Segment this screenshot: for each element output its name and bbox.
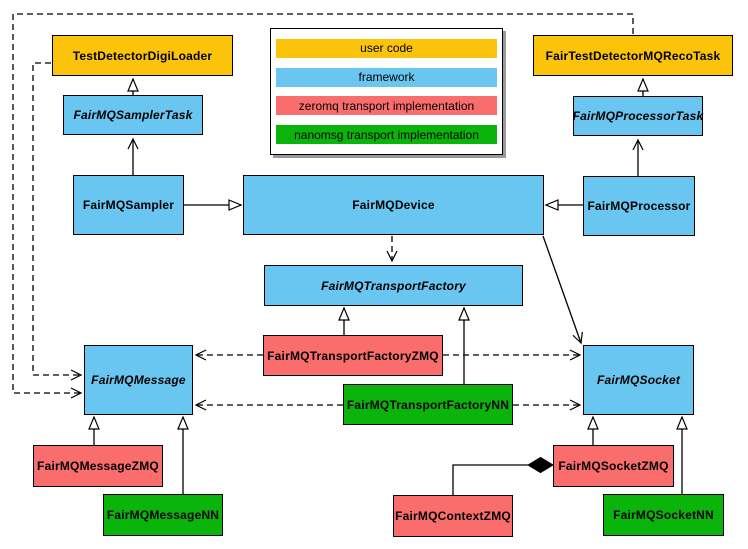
legend-label: user code xyxy=(360,41,413,56)
node-fairmqsamplertask: FairMQSamplerTask xyxy=(63,95,203,135)
legend: user code framework zeromq transport imp… xyxy=(270,28,503,155)
composition-diamond-icon xyxy=(527,456,554,474)
node-label: FairMQMessageNN xyxy=(106,508,220,522)
node-label: FairMQSocketNN xyxy=(613,508,714,522)
legend-item-nanomsg: nanomsg transport implementation xyxy=(276,125,497,145)
node-fairmqprocessor: FairMQProcessor xyxy=(583,176,695,236)
node-fairmqtransportfactoryzmq: FairMQTransportFactoryZMQ xyxy=(263,335,443,376)
node-fairmqtransportfactorynn: FairMQTransportFactoryNN xyxy=(343,384,513,425)
node-fairmqsocket: FairMQSocket xyxy=(583,345,694,415)
edge-recotask-to-message xyxy=(12,13,634,399)
node-label: FairMQProcessorTask xyxy=(572,109,704,123)
legend-label: nanomsg transport implementation xyxy=(294,127,479,142)
edge-digiloader-to-message xyxy=(32,62,83,381)
legend-label: zeromq transport implementation xyxy=(298,98,475,113)
legend-item-zeromq: zeromq transport implementation xyxy=(276,96,497,116)
node-label: FairMQProcessor xyxy=(587,199,691,213)
legend-item-framework: framework xyxy=(276,67,497,87)
node-fairmqtransportfactory: FairMQTransportFactory xyxy=(264,265,523,306)
node-label: FairTestDetectorMQRecoTask xyxy=(545,48,721,63)
node-label: FairMQMessage xyxy=(91,373,186,387)
node-label: FairMQSocket xyxy=(596,373,681,387)
edge-contextzmq-to-socketzmq xyxy=(452,464,528,495)
node-fairmqdevice: FairMQDevice xyxy=(243,175,544,235)
node-testdetectordigiloader: TestDetectorDigiLoader xyxy=(52,35,233,76)
node-fairmqprocessortask: FairMQProcessorTask xyxy=(573,96,703,136)
node-fairtestdetectormqrecotask: FairTestDetectorMQRecoTask xyxy=(533,35,733,76)
node-label: FairMQMessageZMQ xyxy=(37,459,159,473)
node-fairmqmessagezmq: FairMQMessageZMQ xyxy=(33,445,163,487)
edge-device-to-socket xyxy=(542,235,583,345)
node-label: TestDetectorDigiLoader xyxy=(72,48,213,63)
node-label: FairMQTransportFactory xyxy=(321,278,466,293)
node-label: FairMQSamplerTask xyxy=(73,108,193,122)
legend-label: framework xyxy=(358,70,415,85)
node-label: FairMQTransportFactoryZMQ xyxy=(267,348,439,363)
legend-item-user-code: user code xyxy=(276,38,497,58)
node-fairmqmessagenn: FairMQMessageNN xyxy=(103,494,223,536)
node-fairmqsampler: FairMQSampler xyxy=(73,175,184,235)
node-label: FairMQDevice xyxy=(352,198,435,212)
node-fairmqsocketnn: FairMQSocketNN xyxy=(603,494,724,536)
node-fairmqcontextzmq: FairMQContextZMQ xyxy=(393,495,513,537)
node-label: FairMQSocketZMQ xyxy=(558,459,669,473)
node-fairmqmessage: FairMQMessage xyxy=(84,345,193,415)
node-label: FairMQSampler xyxy=(82,198,175,212)
node-fairmqsocketzmq: FairMQSocketZMQ xyxy=(553,445,674,487)
node-label: FairMQContextZMQ xyxy=(395,509,511,523)
node-label: FairMQTransportFactoryNN xyxy=(346,397,510,412)
